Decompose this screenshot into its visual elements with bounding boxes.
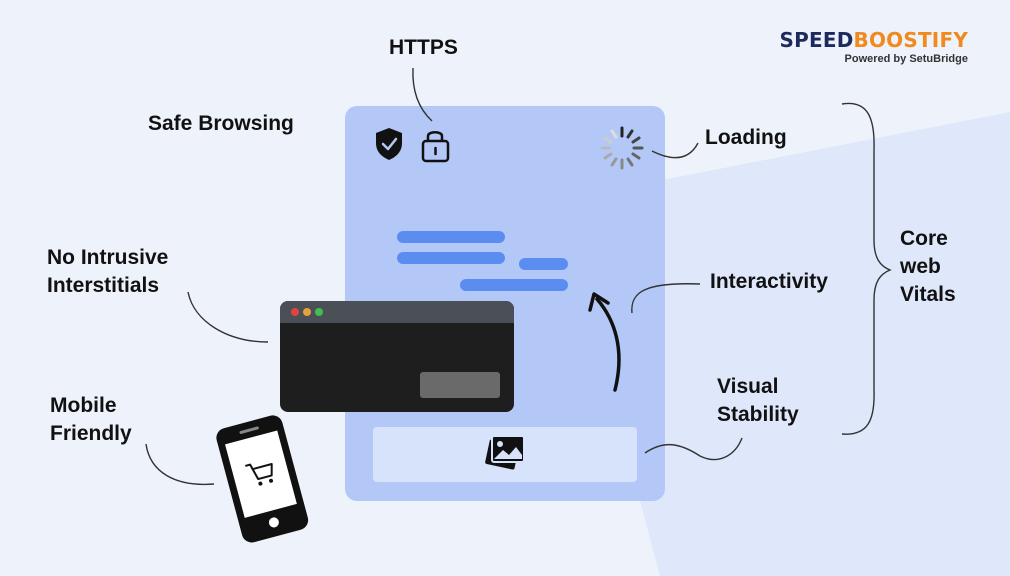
core-line-2: web <box>900 255 941 278</box>
interstitial-popup <box>280 301 514 412</box>
minimize-dot <box>303 308 311 316</box>
no-intrusive-line-2: Interstitials <box>47 274 160 297</box>
mobile-line-1: Mobile <box>50 394 117 417</box>
https-label: HTTPS <box>389 36 458 59</box>
core-line-3: Vitals <box>900 283 956 306</box>
maximize-dot <box>315 308 323 316</box>
logo-boost-text: BOOSTIFY <box>853 28 968 52</box>
text-bar-4 <box>460 279 568 291</box>
no-intrusive-line-1: No Intrusive <box>47 246 169 269</box>
logo-speed-text: SPEED <box>779 28 854 52</box>
page-image-block <box>373 427 637 482</box>
popup-button <box>420 372 500 398</box>
no-intrusive-label: No Intrusive Interstitials <box>47 244 168 300</box>
text-bar-3 <box>519 258 568 270</box>
popup-titlebar <box>280 301 514 323</box>
logo-tagline: Powered by SetuBridge <box>844 53 968 65</box>
visual-stability-label: Visual Stability <box>717 373 799 429</box>
text-bar-1 <box>397 231 505 243</box>
core-web-vitals-label: Core web Vitals <box>900 225 956 309</box>
visual-line-1: Visual <box>717 375 779 398</box>
core-line-1: Core <box>900 227 948 250</box>
brand-logo: SPEEDBOOSTIFY Powered by SetuBridge <box>778 28 968 65</box>
interactivity-label: Interactivity <box>710 270 828 293</box>
close-dot <box>291 308 299 316</box>
safe-browsing-label: Safe Browsing <box>148 112 294 135</box>
visual-line-2: Stability <box>717 403 799 426</box>
text-bar-2 <box>397 252 505 264</box>
mobile-line-2: Friendly <box>50 422 132 445</box>
mobile-friendly-label: Mobile Friendly <box>50 392 132 448</box>
loading-label: Loading <box>705 126 787 149</box>
